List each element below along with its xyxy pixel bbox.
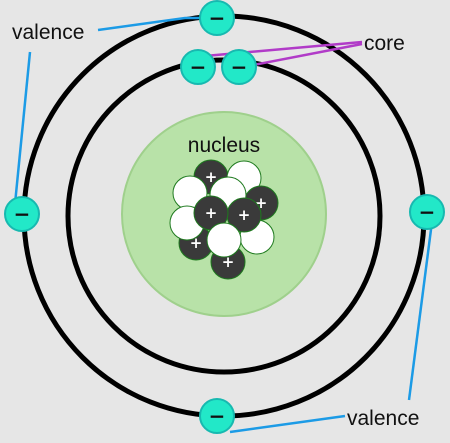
valence-leader-left xyxy=(12,51,32,215)
valence-electron-right: − xyxy=(409,194,445,230)
proton: + xyxy=(226,197,262,233)
svg-text:−: − xyxy=(209,6,226,30)
svg-text:+: + xyxy=(205,168,218,186)
valence-leader-right xyxy=(407,213,435,401)
svg-text:−: − xyxy=(231,55,248,79)
valence-label-top: valence xyxy=(12,21,84,44)
valence-electron-bottom: − xyxy=(199,398,235,434)
svg-text:−: − xyxy=(209,404,226,428)
nucleon-cluster: + + + + + xyxy=(169,159,279,280)
neutron xyxy=(206,222,242,258)
svg-text:+: + xyxy=(238,206,251,224)
valence-leader-bottom xyxy=(229,414,346,434)
core-label: core xyxy=(364,32,405,55)
svg-text:−: − xyxy=(190,55,207,79)
svg-text:+: + xyxy=(222,253,235,271)
valence-electron-top: − xyxy=(199,0,235,36)
svg-text:−: − xyxy=(419,200,436,224)
core-leader-2 xyxy=(237,42,363,70)
core-electron: − xyxy=(221,49,257,85)
proton: + xyxy=(193,195,229,231)
valence-leader-top xyxy=(97,16,200,32)
valence-label-bottom: valence xyxy=(347,407,419,430)
nucleus-label: nucleus xyxy=(188,134,260,157)
svg-text:+: + xyxy=(205,204,218,222)
valence-electron-left: − xyxy=(4,196,40,232)
svg-text:−: − xyxy=(14,202,31,226)
core-electron: − xyxy=(180,49,216,85)
